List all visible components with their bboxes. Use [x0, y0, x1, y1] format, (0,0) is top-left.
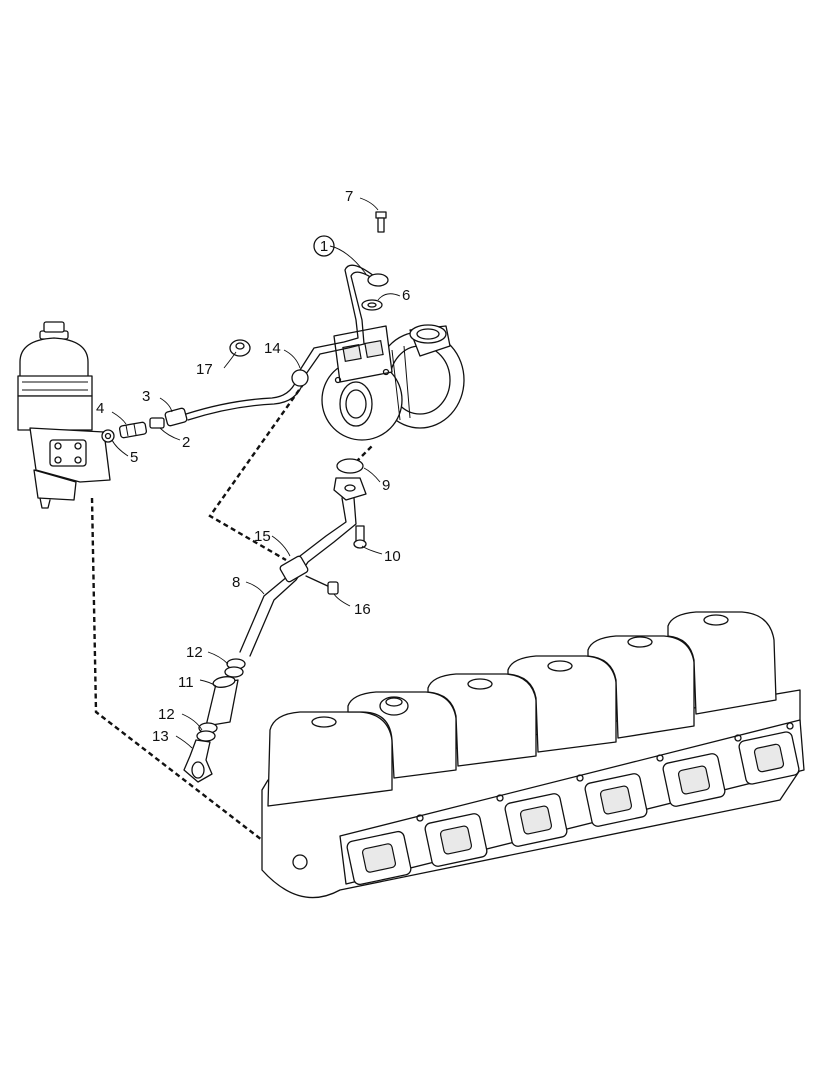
callout-labels: 1 2 3 4 5 6 7 8 9 10 11 12 12 13 14 15 1…: [96, 188, 410, 745]
leader-lines: [111, 197, 401, 749]
callout-16: 16: [354, 601, 371, 618]
callout-1: 1: [320, 238, 328, 255]
callout-14: 14: [264, 340, 281, 357]
valve-cover-4: [507, 655, 617, 753]
callout-13: 13: [152, 728, 169, 745]
callout-4: 4: [96, 400, 104, 417]
washer-17: [229, 339, 251, 357]
callout-10: 10: [384, 548, 401, 565]
callout-8: 8: [232, 574, 240, 591]
engine-block: [261, 611, 805, 899]
hose-and-elbow: [183, 658, 246, 783]
oil-return-pipe: [239, 458, 367, 657]
callout-12b: 12: [158, 706, 175, 723]
bolt-10: [353, 525, 367, 549]
callout-2: 2: [182, 434, 190, 451]
callout-11: 11: [178, 674, 194, 691]
oil-feed-pipe: [299, 264, 389, 375]
oil-filter-assembly: [17, 321, 111, 509]
filter-side-pipe-and-fittings: [101, 369, 309, 443]
callout-7: 7: [345, 188, 353, 205]
callout-6: 6: [402, 287, 410, 304]
valve-cover-1: [267, 711, 393, 807]
valve-cover-5: [587, 635, 695, 739]
dashed-connection-lines: [90, 382, 373, 841]
callout-17: 17: [196, 361, 213, 378]
bolt-7: [375, 211, 387, 233]
callout-15: 15: [254, 528, 271, 545]
valve-cover-6: [667, 611, 777, 715]
valve-cover-3: [427, 673, 537, 767]
callout-3: 3: [142, 388, 150, 405]
callout-1-circle: [313, 235, 335, 257]
callout-12a: 12: [186, 644, 203, 661]
valve-cover-2: [347, 691, 457, 779]
callout-9: 9: [382, 477, 390, 494]
turbocharger: [321, 324, 465, 441]
exhaust-manifold: [339, 719, 805, 886]
callout-5: 5: [130, 449, 138, 466]
